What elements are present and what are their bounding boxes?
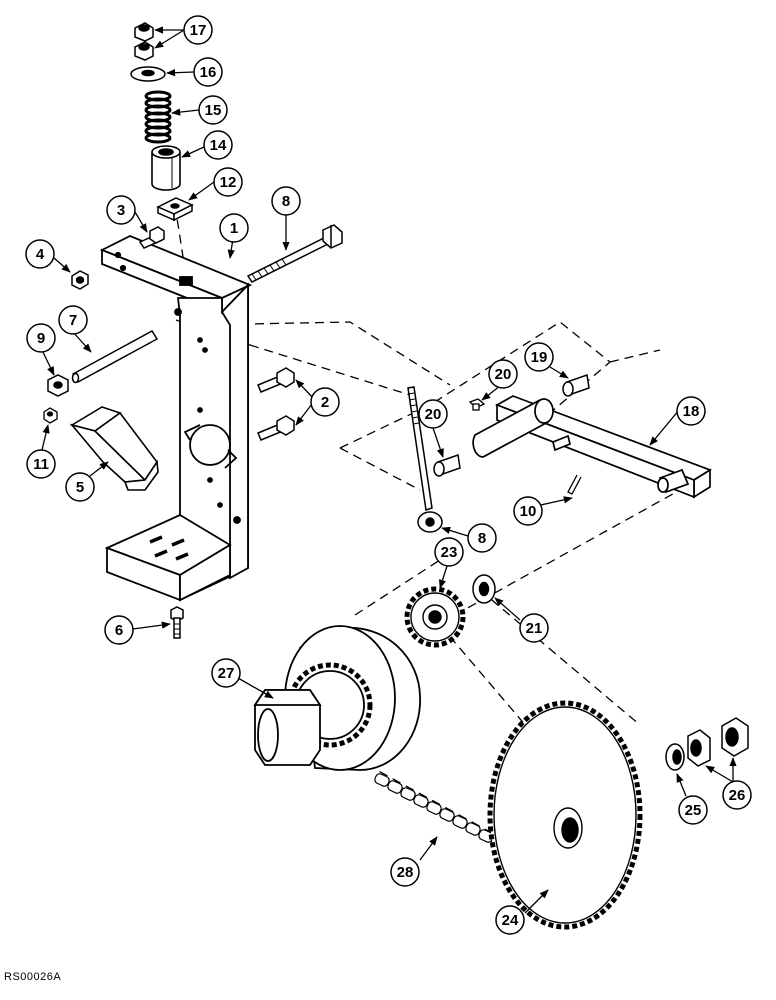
washer-part-17 <box>130 66 166 82</box>
callout-label: 8 <box>282 193 290 210</box>
callout-label: 27 <box>218 665 235 682</box>
callout-label: 28 <box>397 864 414 881</box>
nut-part-4 <box>71 270 89 290</box>
callout-label: 2 <box>321 394 329 411</box>
fitting-part-21 <box>468 398 486 411</box>
callout-11: 10 <box>513 496 543 526</box>
callout-label: 20 <box>425 406 442 423</box>
callout-26: 25 <box>678 795 708 825</box>
callout-21: 20 <box>488 359 518 389</box>
bolt-part-2 <box>257 367 295 441</box>
callout-17: 16 <box>193 57 223 87</box>
callout-1: 1 <box>219 213 249 243</box>
callout-label: 17 <box>190 22 207 39</box>
callout-label: 23 <box>441 544 458 561</box>
washer-part-26 <box>665 743 685 771</box>
callout-3: 3 <box>106 195 136 225</box>
callout-30: 28 <box>390 857 420 887</box>
callout-19: 18 <box>676 396 706 426</box>
sprocket-part-25 <box>487 700 643 930</box>
callout-label: 15 <box>205 102 222 119</box>
callout-label: 18 <box>683 403 700 420</box>
callout-label: 16 <box>200 64 217 81</box>
callout-27: 26 <box>722 780 752 810</box>
callout-2: 2 <box>310 387 340 417</box>
nut-part-18 <box>134 22 154 61</box>
callout-8: 8 <box>271 186 301 216</box>
figure-code: RS00026A <box>4 971 62 983</box>
callout-14: 12 <box>213 167 243 197</box>
pin-part-11 <box>567 474 582 495</box>
callout-20-bottom: 20 <box>418 399 448 429</box>
bolt-part-8 <box>246 224 343 283</box>
callout-label: 8 <box>478 530 486 547</box>
callouts: 17 16 15 14 12 8 3 1 <box>25 15 752 935</box>
spring-part-16 <box>144 90 172 144</box>
callout-label: 11 <box>33 456 49 473</box>
nut-part-12 <box>43 407 58 424</box>
bracket-part-1 <box>99 235 253 602</box>
callout-label: 4 <box>36 246 45 263</box>
callout-label: 6 <box>115 622 123 639</box>
washer-part-23 <box>472 574 496 604</box>
callout-label: 26 <box>729 787 746 804</box>
callout-7: 7 <box>58 305 88 335</box>
callout-label: 24 <box>502 912 519 929</box>
arm-part-19 <box>472 395 712 499</box>
nut-part-27 <box>687 717 749 767</box>
sprocket-part-24 <box>404 586 466 648</box>
callout-24: 23 <box>434 537 464 567</box>
callout-23: 21 <box>519 613 549 643</box>
bushing-part-15 <box>151 145 181 191</box>
nut-part-9 <box>47 374 69 397</box>
callout-5: 5 <box>65 472 95 502</box>
callout-25: 24 <box>495 905 525 935</box>
rod-part-10 <box>407 386 443 533</box>
callout-15: 14 <box>203 130 233 160</box>
callout-label: 1 <box>230 220 238 237</box>
bolt-part-3 <box>138 226 165 249</box>
callout-label: 19 <box>531 349 548 366</box>
callout-label: 14 <box>210 137 227 154</box>
callout-label: 20 <box>495 366 512 383</box>
callout-label: 25 <box>685 802 702 819</box>
callout-20-top: 19 <box>524 342 554 372</box>
callout-12: 11 <box>26 449 56 479</box>
callout-6: 6 <box>104 615 134 645</box>
callout-28: 27 <box>211 658 241 688</box>
callout-18: 17 <box>183 15 213 45</box>
callout-label: 3 <box>117 202 125 219</box>
callout-label: 9 <box>37 330 45 347</box>
callout-label: 12 <box>220 174 237 191</box>
block-part-14 <box>156 197 194 222</box>
bolt-part-6 <box>170 606 184 639</box>
bushing-part-20 <box>433 373 590 477</box>
block-part-5 <box>69 406 159 491</box>
callout-4: 4 <box>25 239 55 269</box>
callout-label: 7 <box>69 312 77 329</box>
clutch-part-28 <box>253 625 421 771</box>
callout-label: 21 <box>526 620 543 637</box>
pin-part-7 <box>71 330 159 384</box>
callout-16: 15 <box>198 95 228 125</box>
callout-9: 9 <box>26 323 56 353</box>
callout-label: 10 <box>520 503 537 520</box>
callout-10: 8 <box>467 523 497 553</box>
callout-label: 5 <box>76 479 84 496</box>
